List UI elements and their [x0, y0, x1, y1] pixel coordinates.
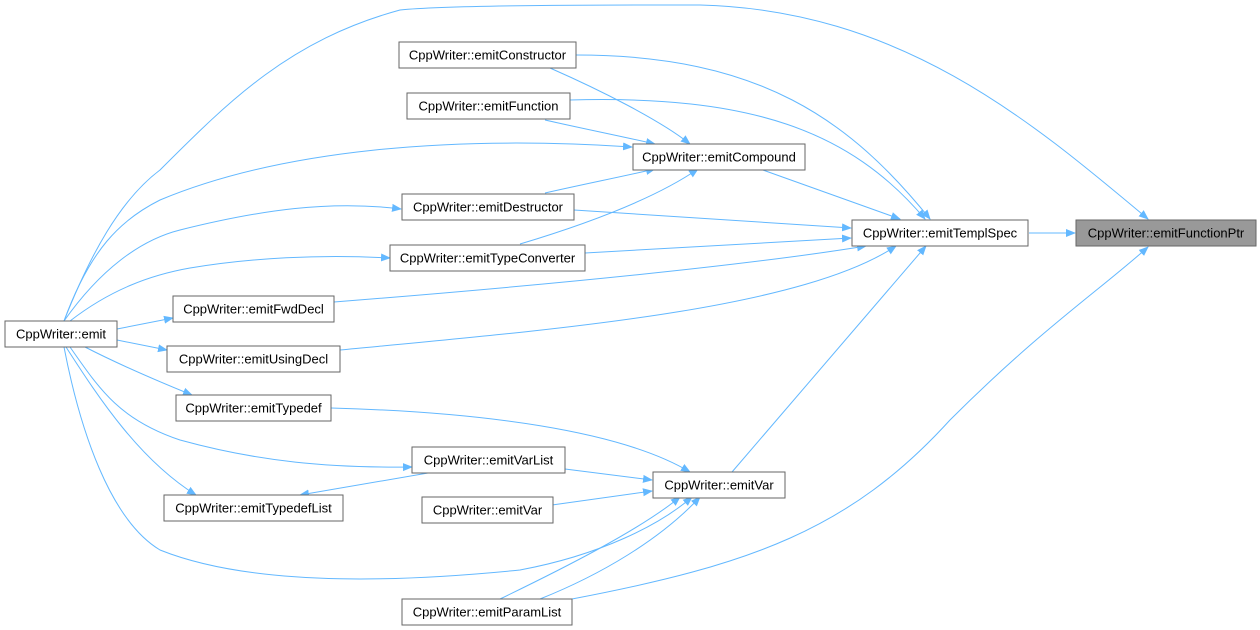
- edge-emit-to-emitfunctionptr: [63, 4, 1149, 322]
- edge-emittypeconverter-to-emitcompound: [519, 168, 699, 245]
- node-emitusingdecl[interactable]: CppWriter::emitUsingDecl: [166, 345, 341, 373]
- node-label: CppWriter::emitFunction: [419, 99, 559, 114]
- edge-emit-to-emitdestructor: [63, 203, 402, 322]
- edge-emit-to-emitfwddecl: [116, 315, 174, 330]
- node-emitdestructor[interactable]: CppWriter::emitDestructor: [401, 193, 575, 221]
- edge-emitdestructor-to-emittemplspec: [573, 209, 852, 232]
- node-emittypedeflist[interactable]: CppWriter::emitTypedefList: [163, 494, 344, 522]
- node-label: CppWriter::emitCompound: [642, 150, 796, 165]
- node-label: CppWriter::emitFwdDecl: [183, 302, 324, 317]
- node-emittemplspec[interactable]: CppWriter::emitTemplSpec: [851, 219, 1029, 247]
- nodes: CppWriter::emitFunctionPtr CppWriter::em…: [4, 41, 1257, 626]
- edge-emit-to-emitusingdecl: [116, 339, 168, 353]
- node-emitparamlist[interactable]: CppWriter::emitParamList: [401, 598, 573, 626]
- node-emitvar[interactable]: CppWriter::emitVar: [652, 471, 786, 499]
- edge-emitfwddecl-to-emittemplspec: [333, 243, 867, 303]
- node-label: CppWriter::emitTemplSpec: [863, 226, 1018, 241]
- node-label: CppWriter::emitParamList: [413, 605, 562, 620]
- node-label: CppWriter::emitTypeConverter: [400, 251, 576, 266]
- edge-emitvarlist-to-emitvar: [564, 468, 653, 483]
- edge-emit-to-emittypedeflist: [65, 346, 197, 496]
- node-emitfunction[interactable]: CppWriter::emitFunction: [406, 92, 571, 120]
- node-emitfwddecl[interactable]: CppWriter::emitFwdDecl: [172, 295, 335, 323]
- node-label: CppWriter::emitFunctionPtr: [1088, 226, 1245, 241]
- edge-emitparamlist-to-emitfunctionptr: [571, 246, 1149, 600]
- edge-emitcompound-to-emittemplspec: [759, 168, 901, 220]
- node-label: CppWriter::emitUsingDecl: [179, 352, 328, 367]
- node-label: CppWriter::emitConstructor: [409, 48, 567, 63]
- node-label: CppWriter::emitDestructor: [413, 200, 564, 215]
- edge-emitconstructor-to-emittemplspec: [575, 54, 931, 220]
- node-label: CppWriter::emitVar: [664, 478, 774, 493]
- edges: [63, 4, 1149, 600]
- edge-emitparamlist-to-emitvar-a: [499, 496, 681, 600]
- edge-emitdestructor-to-emitcompound: [544, 167, 656, 194]
- edge-emitvar-to-emittemplspec: [731, 245, 927, 473]
- node-emitvarlist[interactable]: CppWriter::emitVarList: [411, 446, 566, 474]
- node-label: CppWriter::emitVar: [433, 503, 543, 518]
- node-emitconstructor[interactable]: CppWriter::emitConstructor: [398, 41, 577, 69]
- edge-emitvar2-to-emitvar: [551, 488, 653, 506]
- node-label: CppWriter::emitVarList: [424, 453, 554, 468]
- edge-emittypedef-to-emitvar: [330, 407, 691, 473]
- edge-emitconstructor-to-emitcompound: [549, 67, 691, 145]
- edge-emittypeconverter-to-emittemplspec: [584, 234, 852, 254]
- edge-emitfunction-to-emitcompound: [544, 119, 656, 146]
- edge-emit-to-emitvar: [63, 346, 693, 580]
- edge-emit-to-emittypeconverter: [69, 253, 391, 322]
- node-emittypeconverter[interactable]: CppWriter::emitTypeConverter: [389, 244, 586, 272]
- node-label: CppWriter::emitTypedefList: [175, 501, 332, 516]
- edge-emitparamlist-to-emitvar-b: [539, 496, 701, 600]
- node-emitvar-2[interactable]: CppWriter::emitVar: [421, 496, 554, 524]
- node-emittypedef[interactable]: CppWriter::emitTypedef: [175, 394, 332, 422]
- node-label: CppWriter::emit: [16, 327, 106, 342]
- edge-emitvarlist-to-emittypedeflist: [299, 472, 429, 498]
- node-emitcompound[interactable]: CppWriter::emitCompound: [632, 143, 806, 171]
- edge-emit-to-emitcompound: [63, 142, 633, 322]
- node-emit[interactable]: CppWriter::emit: [4, 320, 118, 348]
- edge-emit-to-emittypedef: [84, 346, 193, 396]
- node-label: CppWriter::emitTypedef: [185, 401, 322, 416]
- edge-emitfunction-to-emittemplspec: [569, 99, 926, 220]
- edge-emitusingdecl-to-emittemplspec: [339, 245, 897, 351]
- edge-emit-to-emitvarlist: [69, 346, 413, 472]
- node-emitfunctionptr[interactable]: CppWriter::emitFunctionPtr: [1075, 219, 1257, 247]
